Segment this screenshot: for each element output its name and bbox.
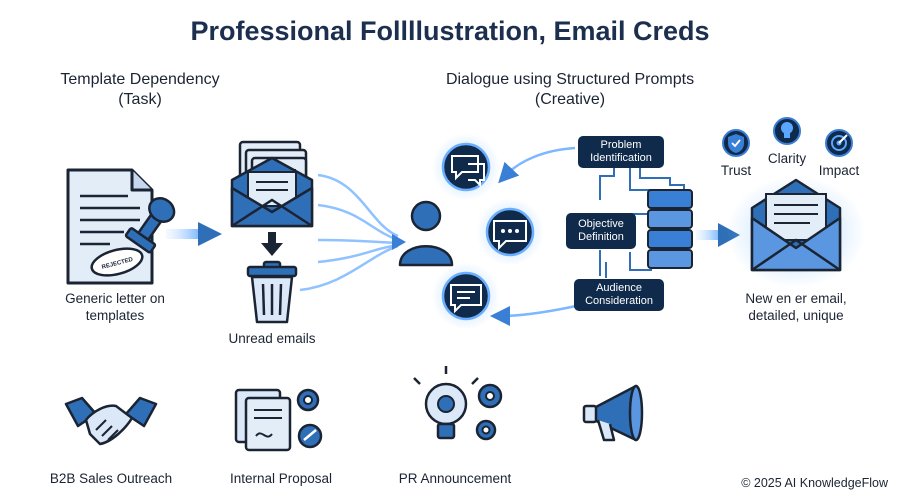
arrow-down-icon (261, 232, 283, 256)
generic-letter-label-line1: Generic letter on (65, 291, 165, 306)
person-icon (398, 200, 454, 267)
flow-lines (299, 173, 399, 292)
document-stamp-icon (66, 168, 176, 285)
quality-trust: Trust (720, 163, 752, 178)
flow-arrowhead (392, 234, 406, 250)
chat-bubble-lines-icon (432, 262, 500, 330)
lightbulb-icon (773, 117, 801, 145)
copyright: © 2025 AI KnowledgeFlow (741, 476, 888, 490)
megaphone-icon (582, 384, 644, 442)
cycle-arrows (490, 146, 577, 326)
quality-impact: Impact (818, 163, 860, 178)
step-label: Problem (600, 139, 642, 151)
use-case-pr-announcement: PR Announcement (398, 471, 512, 486)
result-label-line2: detailed, unique (748, 308, 844, 323)
step-label: Definition (578, 231, 624, 243)
documents-gear-icon (234, 388, 323, 452)
right-heading-line1: Dialogue using Structured Prompts (445, 71, 695, 88)
lightbulb-gears-icon (413, 366, 503, 441)
handshake-icon (64, 396, 158, 446)
prompt-block-stack (647, 189, 693, 269)
use-case-b2b-sales: B2B Sales Outreach (49, 471, 173, 486)
unread-emails-label: Unread emails (228, 331, 316, 346)
arrow-right-icon (166, 222, 222, 246)
page-title: Professional Follllustration, Email Cred… (190, 16, 710, 46)
target-icon (825, 129, 853, 157)
envelope-stack-icon (230, 140, 314, 228)
use-case-internal-proposal: Internal Proposal (229, 471, 333, 486)
step-label: Identification (590, 152, 652, 164)
step-label: Objective (578, 218, 624, 230)
step-label: Consideration (585, 295, 653, 307)
shield-check-icon (722, 129, 750, 157)
trash-can-icon (246, 260, 298, 324)
new-email-envelope-icon (726, 176, 866, 288)
step-label: Audience (596, 282, 642, 294)
result-label-line1: New en er email, (745, 291, 847, 306)
right-heading-line2: (Creative) (534, 91, 606, 108)
chat-bubble-dots-icon (476, 198, 544, 266)
left-heading-line1: Template Dependency (60, 71, 220, 88)
quality-clarity: Clarity (767, 151, 807, 166)
left-heading-line2: (Task) (118, 91, 162, 108)
chat-bubble-icon (432, 133, 500, 201)
generic-letter-label-line2: templates (85, 308, 145, 323)
